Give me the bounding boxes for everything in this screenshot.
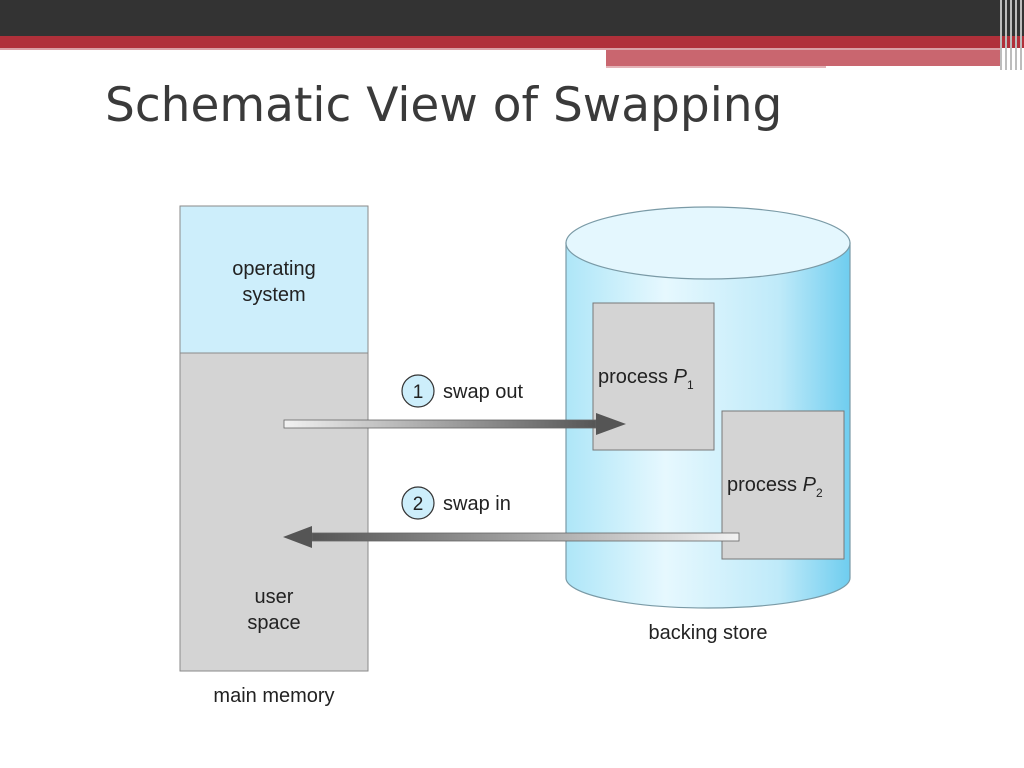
step-2-number: 2 — [413, 494, 424, 515]
backing-store-caption: backing store — [649, 622, 768, 644]
header-accent-line — [0, 48, 1000, 50]
os-label-line1: operating — [232, 258, 315, 280]
step-2: 2 swap in — [401, 486, 511, 520]
process-p2-label: process P2 — [727, 474, 823, 500]
header-accent-block — [606, 50, 1000, 66]
cylinder-top — [565, 206, 851, 280]
swap-out-arrow — [283, 413, 626, 435]
os-region — [179, 205, 369, 354]
swap-in-arrow — [283, 526, 740, 548]
user-label-line2: space — [247, 612, 300, 634]
user-space-region — [179, 352, 369, 672]
step-1-badge — [401, 374, 435, 408]
os-label-line2: system — [242, 284, 305, 306]
header-stripes — [998, 0, 1024, 70]
header-red-bar — [0, 36, 1024, 48]
process-p1-label: process P1 — [598, 366, 694, 392]
header-accent-line-short — [606, 66, 826, 68]
step-2-badge — [401, 486, 435, 520]
step-1: 1 swap out — [401, 374, 523, 408]
main-memory-caption: main memory — [213, 685, 334, 707]
step-1-number: 1 — [413, 382, 424, 403]
step-1-label: swap out — [443, 381, 523, 403]
main-memory: operating system user space main memory — [179, 205, 369, 707]
process-p2: process P2 — [721, 410, 845, 560]
page-title: Schematic View of Swapping — [105, 78, 783, 133]
step-2-label: swap in — [443, 493, 511, 515]
header-dark-bar — [0, 0, 1024, 36]
user-label-line1: user — [255, 586, 294, 608]
